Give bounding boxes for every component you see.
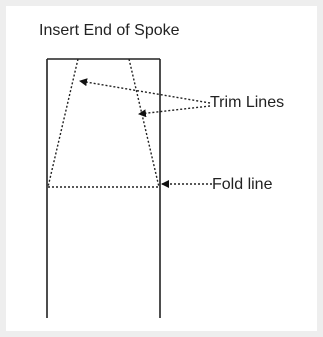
- diagram-title: Insert End of Spoke: [39, 22, 180, 39]
- spoke-diagram: [46, 58, 212, 318]
- diagram-frame: Insert End of Spoke Trim Lines Fold line: [6, 6, 317, 331]
- trim-line-left: [47, 58, 79, 188]
- trim-pointer-left: [79, 78, 211, 104]
- trim-line-right: [128, 58, 160, 188]
- trim-pointer-right: [138, 105, 211, 118]
- trim-lines-label: Trim Lines: [210, 94, 285, 111]
- fold-line-label: Fold line: [212, 176, 273, 193]
